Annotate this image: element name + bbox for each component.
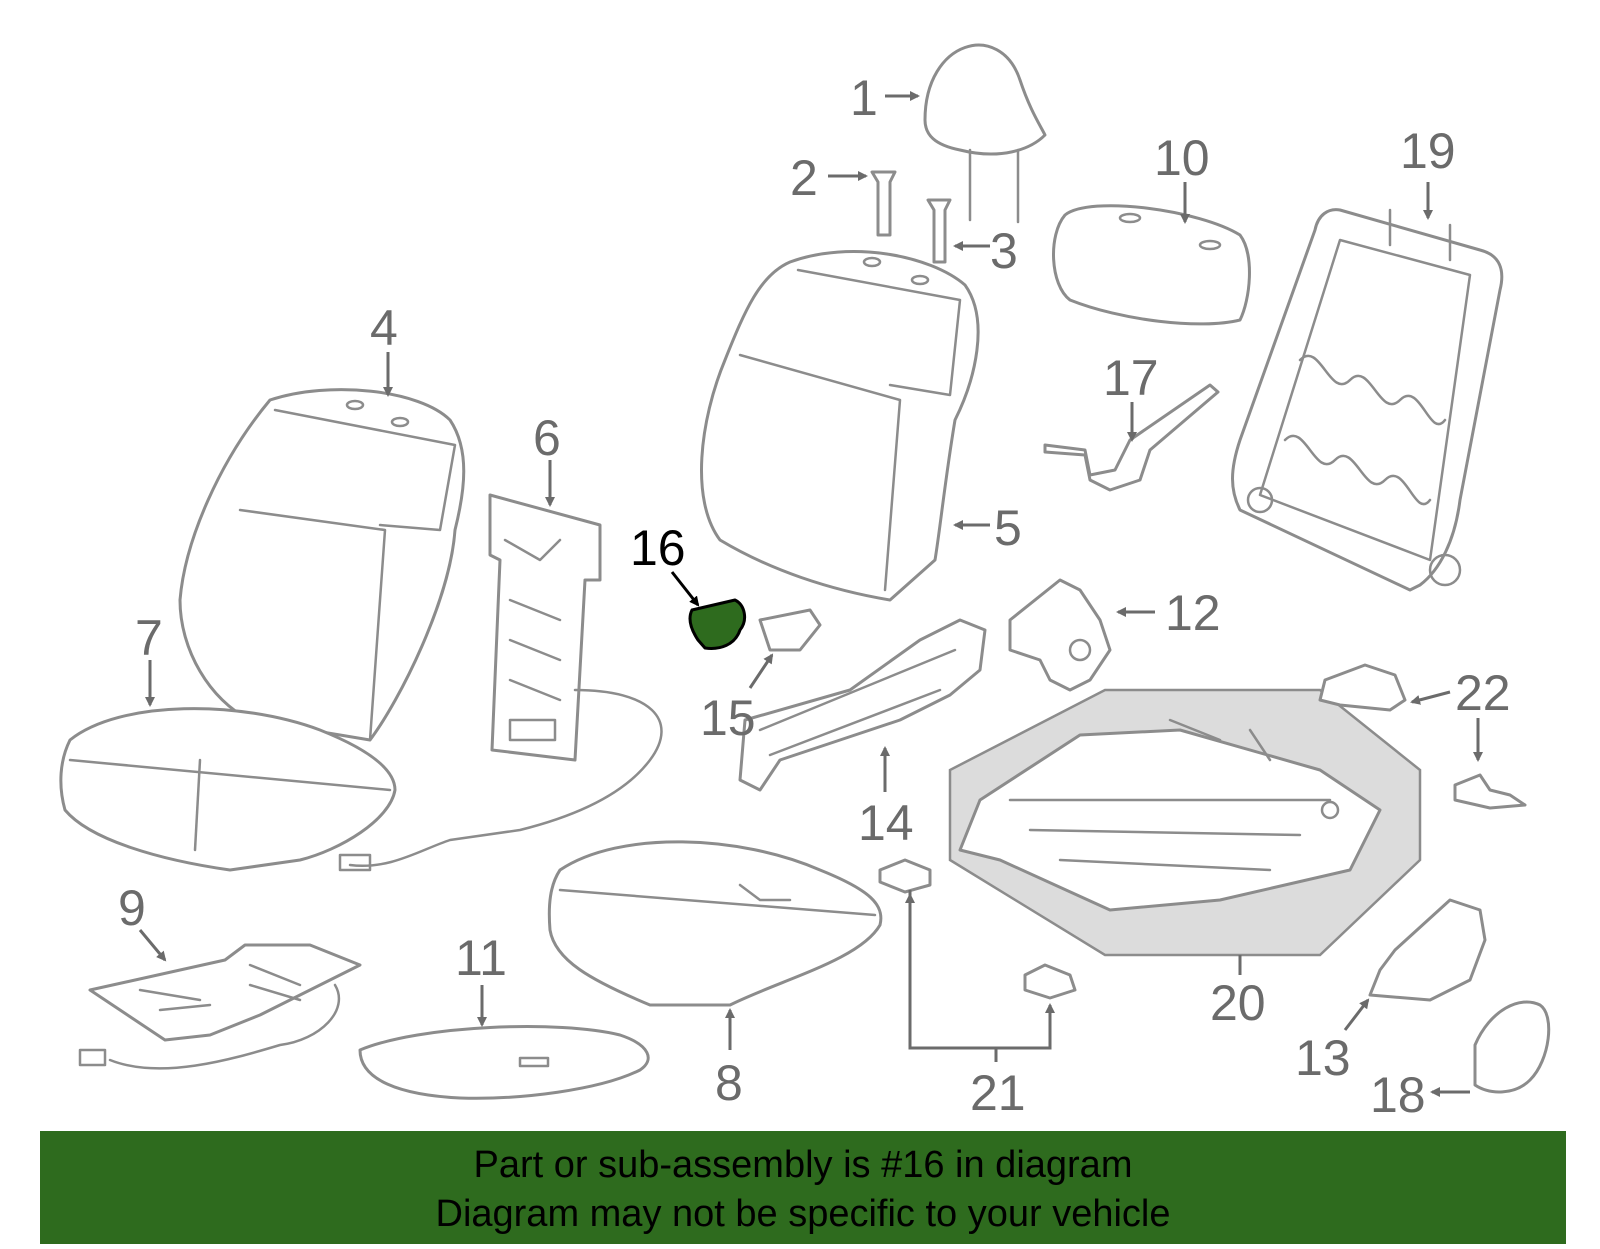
info-banner: Part or sub-assembly is #16 in diagram D… [40,1131,1566,1244]
part-16-recliner-cover [688,598,747,650]
label-8: 8 [715,1055,743,1111]
label-18: 18 [1370,1067,1426,1123]
banner-line-2: Diagram may not be specific to your vehi… [435,1193,1171,1235]
label-10: 10 [1154,130,1210,186]
part-22-brackets [1318,663,1527,810]
part-17-lever [1043,383,1220,492]
part-14-side-trim [738,618,987,792]
part-5-seatback-cover [700,250,980,602]
label-3: 3 [990,223,1018,279]
part-2-guide [870,170,897,237]
part-19-seatback-frame [1231,208,1504,592]
label-14: 14 [858,795,914,851]
part-13-bracket [1368,898,1487,1002]
part-11-cushion-mat [358,1025,650,1100]
part-6-lumbar-pad [488,493,602,762]
leader-lines [138,91,1483,1097]
label-11: 11 [455,930,507,986]
part-1-headrest [923,43,1047,224]
part-15-cover [758,608,822,652]
part-3-guide [926,198,952,264]
label-13: 13 [1295,1030,1351,1086]
label-1: 1 [850,70,878,126]
label-2: 2 [790,150,818,206]
label-12: 12 [1165,585,1221,641]
label-22: 22 [1455,665,1511,721]
label-4: 4 [370,300,398,356]
label-9: 9 [118,880,146,936]
label-6: 6 [533,410,561,466]
label-5: 5 [994,500,1022,556]
label-16: 16 [630,520,686,576]
label-19: 19 [1400,123,1456,179]
part-21-pads [878,858,1077,1000]
part-18-cover [1473,1000,1551,1094]
label-7: 7 [135,610,163,666]
label-20: 20 [1210,975,1266,1031]
part-7-seat-cushion-assembly [59,707,397,872]
part-8-cushion-pad [547,840,883,1007]
label-17: 17 [1103,350,1159,406]
banner-line-1: Part or sub-assembly is #16 in diagram [473,1144,1133,1186]
label-21: 21 [970,1065,1026,1121]
part-20-seat-frame [948,688,1422,957]
part-9-heater-mat [78,943,362,1070]
part-4-seatback-assembly [178,388,466,742]
label-15: 15 [700,690,756,746]
part-10-trim-cover [1052,204,1251,326]
part-12-bracket [1008,578,1112,692]
